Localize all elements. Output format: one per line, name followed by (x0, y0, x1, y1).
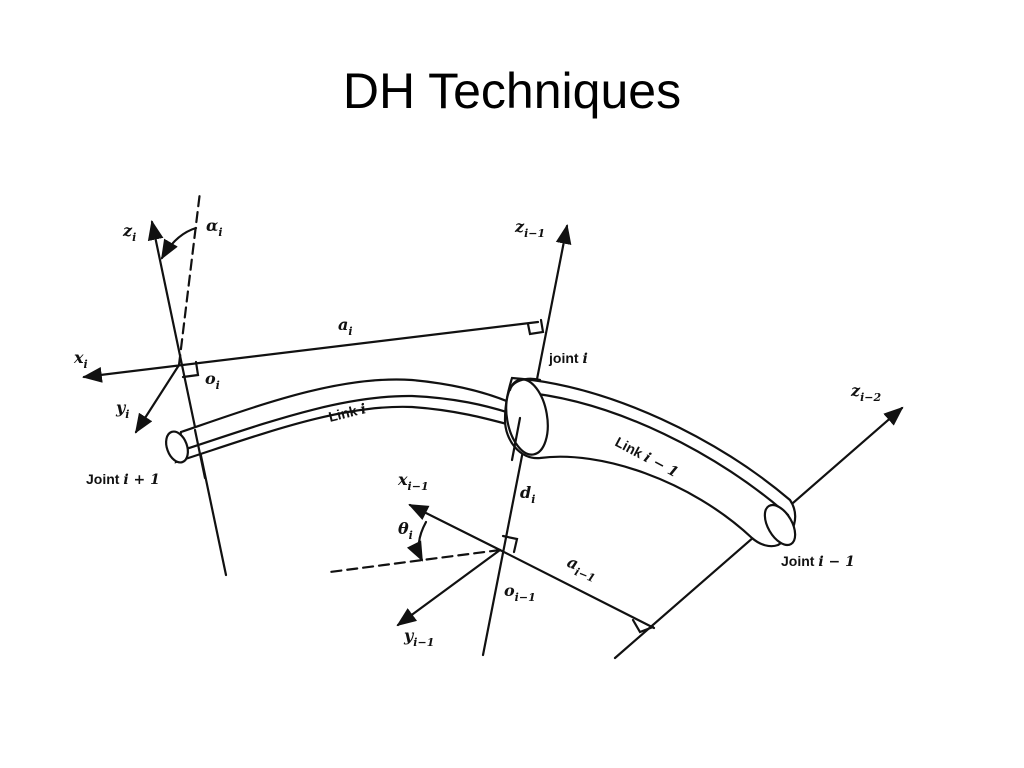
y-i-label: yi (115, 398, 129, 421)
a-i-label: ai (338, 315, 353, 338)
theta-i-label: θi (398, 519, 413, 542)
y-im1-label: yi−1 (403, 626, 434, 649)
alpha-i-arc (160, 226, 198, 260)
x-im1-label: xi−1 (397, 470, 429, 493)
z-im2-label: zi−2 (850, 381, 881, 404)
z-i-label: zi (122, 221, 136, 244)
joint-i-label: joint i (548, 350, 588, 367)
y-im1-axis (396, 548, 502, 627)
a-im1-common-normal (498, 548, 656, 630)
joint-im1-label: Joint i − 1 (781, 553, 855, 570)
alpha-i-label: αi (206, 216, 223, 239)
d-i-label: di (520, 483, 535, 506)
z-im1-label: zi−1 (514, 217, 545, 240)
x-im1-axis (408, 503, 502, 552)
x-i-axis (82, 320, 540, 383)
right-angle-a-i (526, 318, 545, 336)
joint-ip1-label: Joint i + 1 (86, 471, 160, 488)
right-angle-o-i (181, 360, 200, 379)
a-im1-label: ai−1 (563, 552, 601, 585)
y-i-axis (134, 363, 181, 434)
page-title: DH Techniques (342, 63, 682, 119)
alpha-i-reference-line (177, 190, 202, 367)
link-i-label: Link i (327, 400, 368, 426)
theta-i-arc (406, 520, 428, 562)
o-i-label: oi (205, 369, 220, 392)
right-angle-o-im1 (501, 534, 519, 554)
x-i-label: xi (73, 348, 88, 371)
o-im1-label: oi−1 (504, 581, 536, 604)
z-i-axis (147, 220, 228, 577)
